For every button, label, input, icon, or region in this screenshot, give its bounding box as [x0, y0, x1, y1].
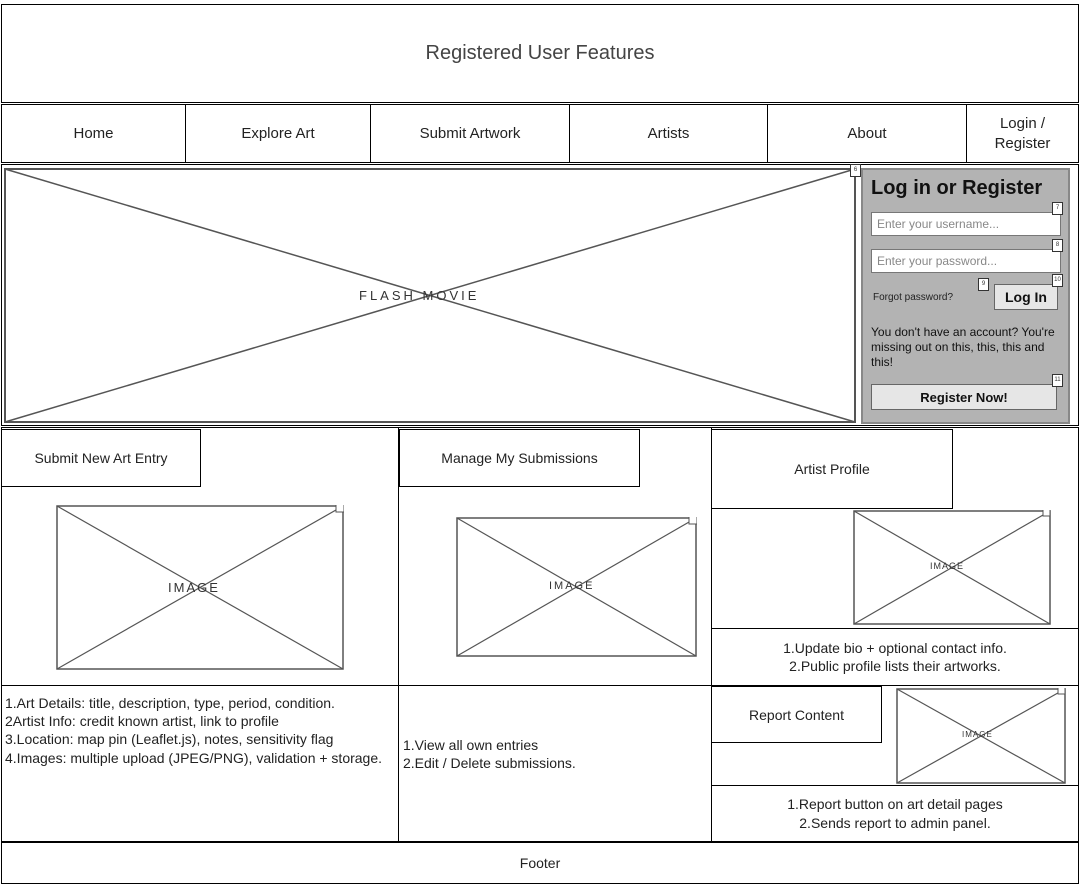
submit-entry-image-label: IMAGE [168, 580, 220, 595]
report-detail-2: 2.Sends report to admin panel. [799, 814, 991, 831]
report-content-label[interactable]: Report Content [711, 686, 882, 743]
nav-explore-art[interactable]: Explore Art [185, 104, 371, 163]
nav-login-register[interactable]: Login / Register [966, 104, 1079, 163]
submit-entry-detail-3: 3.Location: map pin (Leaflet.js), notes,… [5, 731, 334, 748]
manage-detail-1: 1.View all own entries [403, 737, 539, 753]
submit-entry-details: 1.Art Details: title, description, type,… [1, 685, 399, 842]
nav-home[interactable]: Home [1, 104, 186, 163]
nav-login-line1: Login / [999, 115, 1046, 132]
nav-submit-artwork[interactable]: Submit Artwork [370, 104, 570, 163]
manage-image-placeholder: IMAGE [456, 517, 697, 657]
marker-10: 10 [1052, 274, 1063, 287]
manage-image-label: IMAGE [549, 580, 595, 592]
artist-profile-detail-2: 2.Public profile lists their artworks. [789, 658, 1001, 674]
marker-11: 11 [1052, 374, 1063, 387]
artist-profile-details: 1.Update bio + optional contact info. 2.… [711, 628, 1079, 686]
marker-8: 8 [1052, 239, 1063, 252]
register-now-button[interactable]: Register Now! [871, 384, 1057, 410]
flash-movie-label: FLASH MOVIE [359, 288, 480, 303]
report-image-placeholder: IMAGE [896, 688, 1066, 784]
artist-profile-label[interactable]: Artist Profile [711, 429, 953, 509]
submit-entry-detail-2: 2Artist Info: credit known artist, link … [5, 713, 279, 730]
nav-artists[interactable]: Artists [569, 104, 768, 163]
username-input[interactable] [871, 212, 1061, 236]
login-title: Log in or Register [871, 177, 1043, 199]
artist-profile-detail-1: 1.Update bio + optional contact info. [783, 639, 1007, 656]
submit-entry-detail-1: 1.Art Details: title, description, type,… [5, 695, 335, 711]
flash-movie-placeholder: FLASH MOVIE 6 [4, 164, 861, 423]
manage-my-submissions-label[interactable]: Manage My Submissions [399, 429, 640, 487]
artist-profile-image-placeholder: IMAGE [853, 510, 1051, 625]
login-panel: Log in or Register 7 8 Forgot password? … [861, 168, 1070, 424]
login-button[interactable]: Log In [994, 284, 1058, 310]
report-details: 1.Report button on art detail pages 2.Se… [711, 785, 1079, 842]
marker-6: 6 [850, 164, 861, 177]
report-detail-1: 1.Report button on art detail pages [787, 796, 1003, 813]
page-title: Registered User Features [1, 4, 1079, 103]
nav-login-line2: Register [994, 134, 1051, 152]
submit-new-art-entry-label[interactable]: Submit New Art Entry [1, 429, 201, 487]
footer: Footer [1, 842, 1079, 884]
password-input[interactable] [871, 249, 1061, 273]
register-message: You don't have an account? You're missin… [871, 325, 1055, 369]
nav-about[interactable]: About [767, 104, 967, 163]
manage-details: 1.View all own entries 2.Edit / Delete s… [398, 685, 712, 842]
submit-entry-image-placeholder: IMAGE [56, 505, 344, 670]
report-image-label: IMAGE [962, 730, 993, 739]
artist-profile-image-label: IMAGE [930, 561, 965, 571]
marker-9: 9 [978, 278, 989, 291]
submit-entry-detail-4: 4.Images: multiple upload (JPEG/PNG), va… [5, 749, 383, 766]
forgot-password-link[interactable]: Forgot password? [873, 292, 954, 303]
marker-7: 7 [1052, 202, 1063, 215]
manage-detail-2: 2.Edit / Delete submissions. [403, 755, 576, 772]
